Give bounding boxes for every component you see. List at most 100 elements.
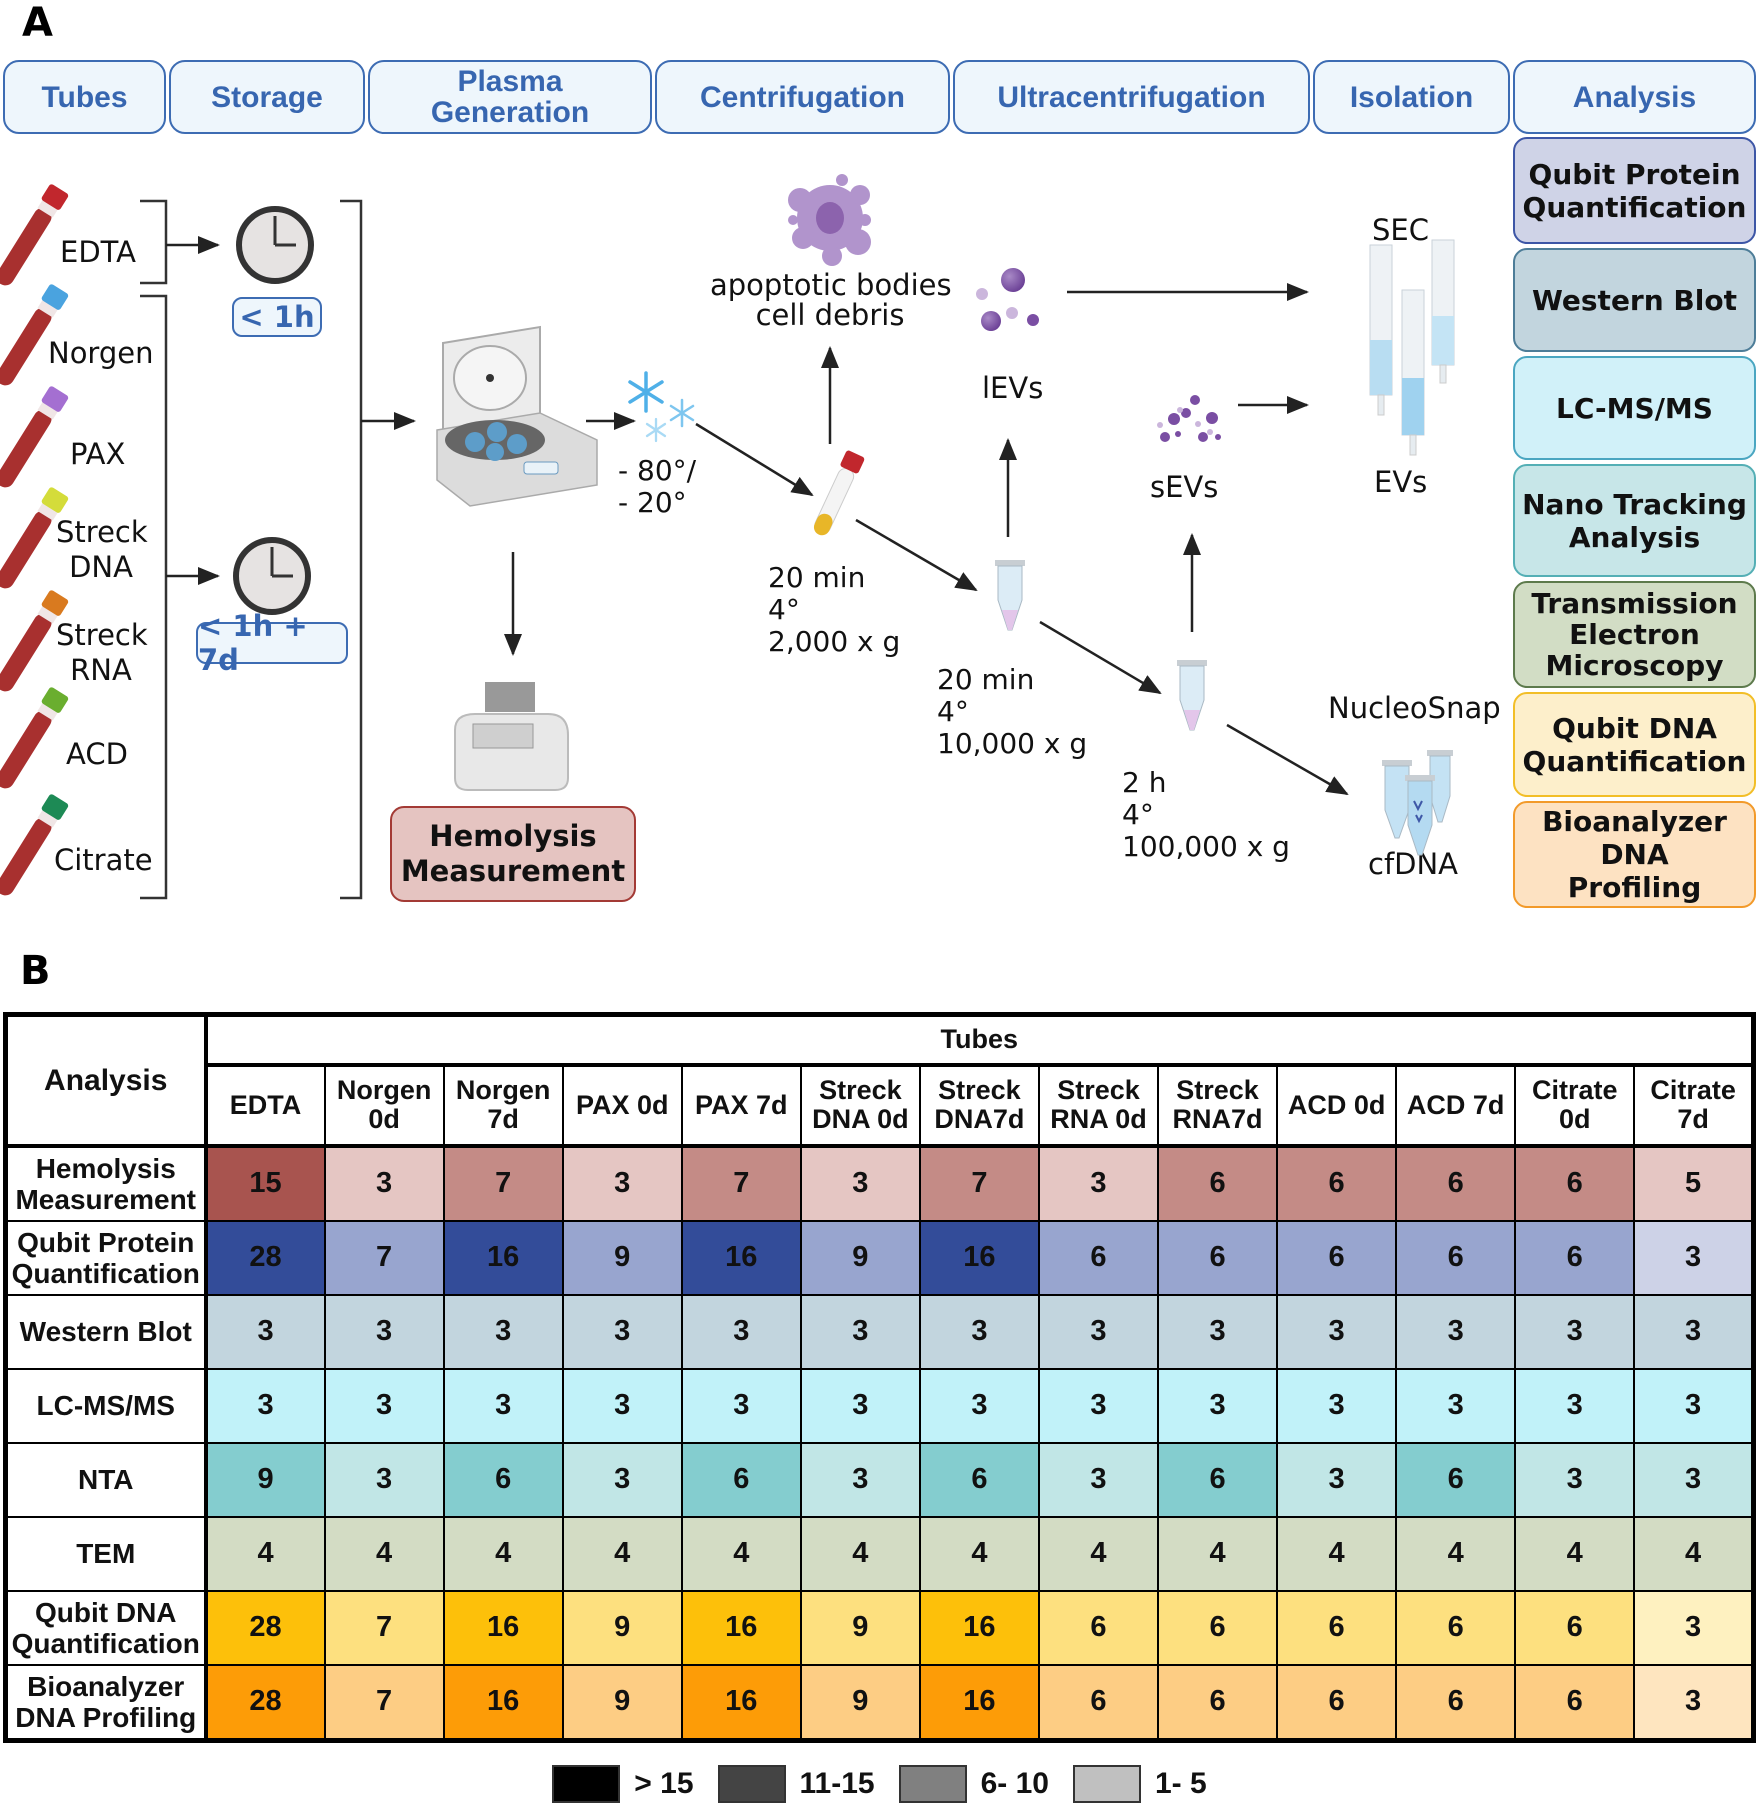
blood-tube-icon bbox=[0, 184, 69, 286]
table-cell: 4 bbox=[323, 1515, 445, 1592]
column-header: Streck RNA 0d bbox=[1037, 1063, 1160, 1147]
table-cell: 3 bbox=[561, 1367, 683, 1444]
cfdna-label: cfDNA bbox=[1368, 847, 1459, 881]
table-cell: 6 bbox=[442, 1441, 564, 1518]
table-cell: 3 bbox=[1276, 1293, 1398, 1370]
legend-swatch bbox=[1073, 1765, 1141, 1803]
table-cell: 9 bbox=[561, 1589, 683, 1666]
table-cell: 7 bbox=[323, 1663, 445, 1741]
table-cell: 6 bbox=[1395, 1663, 1517, 1741]
table-cell: 3 bbox=[680, 1293, 802, 1370]
table-cell: 3 bbox=[799, 1441, 921, 1518]
bracket-others bbox=[140, 294, 168, 900]
stage-analysis: Analysis bbox=[1513, 60, 1756, 134]
table-cell: 6 bbox=[1037, 1219, 1160, 1296]
table-cell: 6 bbox=[1395, 1144, 1517, 1222]
blood-tube-icon bbox=[0, 487, 69, 589]
table-cell: 3 bbox=[204, 1293, 326, 1370]
clock-icon-short bbox=[236, 206, 314, 284]
table-cell: 6 bbox=[1156, 1441, 1279, 1518]
table-cell: 6 bbox=[1276, 1144, 1398, 1222]
table-cell: 7 bbox=[442, 1144, 564, 1222]
table-cell: 16 bbox=[442, 1219, 564, 1296]
table-cell: 4 bbox=[442, 1515, 564, 1592]
legend-swatch bbox=[898, 1765, 967, 1803]
panel-a-label: A bbox=[22, 0, 53, 46]
centrifuge-icon bbox=[436, 325, 598, 507]
arrow-to-tube-3 bbox=[1039, 620, 1162, 695]
table-cell: 28 bbox=[204, 1663, 326, 1741]
analysis-box-bioanalyzer: Bioanalyzer DNA Profiling bbox=[1513, 801, 1756, 908]
table-cell: 6 bbox=[1395, 1589, 1517, 1666]
table-cell: 3 bbox=[323, 1144, 445, 1222]
clock-icon-long bbox=[233, 537, 311, 615]
table-cell: 3 bbox=[1156, 1293, 1279, 1370]
table-cell: 3 bbox=[1037, 1367, 1160, 1444]
column-header: Citrate 7d bbox=[1633, 1063, 1755, 1147]
bracket-storage bbox=[340, 199, 363, 900]
table-cell: 16 bbox=[680, 1219, 802, 1296]
tube-label-norgen: Norgen bbox=[48, 336, 154, 370]
table-cell: 4 bbox=[204, 1515, 326, 1592]
table-cell: 6 bbox=[1156, 1144, 1279, 1222]
table-cell: 6 bbox=[1156, 1219, 1279, 1296]
table-cell: 3 bbox=[323, 1367, 445, 1444]
table-cell: 3 bbox=[1514, 1293, 1636, 1370]
table-cell: 4 bbox=[799, 1515, 921, 1592]
tube-brackets bbox=[140, 199, 363, 900]
table-cell: 3 bbox=[561, 1293, 683, 1370]
table-group-header: Tubes bbox=[204, 1013, 1755, 1067]
storage-time-long: < 1h + 7d bbox=[196, 609, 348, 677]
table-cell: 4 bbox=[1633, 1515, 1755, 1592]
legend-swatch bbox=[552, 1765, 621, 1803]
table-cell: 3 bbox=[442, 1293, 564, 1370]
table-cell: 6 bbox=[1514, 1663, 1636, 1741]
table-cell: 3 bbox=[1633, 1441, 1755, 1518]
table-cell: 3 bbox=[1395, 1293, 1517, 1370]
sevs-particles-icon bbox=[1157, 395, 1221, 442]
table-cell: 3 bbox=[1633, 1367, 1755, 1444]
stage-isolation: Isolation bbox=[1313, 60, 1510, 134]
row-label: Qubit Protein Quantification bbox=[4, 1219, 208, 1296]
arrow-to-tube-2 bbox=[855, 518, 978, 592]
table-cell: 6 bbox=[1037, 1663, 1160, 1741]
tube-label-acd: ACD bbox=[66, 737, 128, 771]
table-cell: 7 bbox=[323, 1589, 445, 1666]
table-cell: 28 bbox=[204, 1219, 326, 1296]
table-cell: 3 bbox=[1514, 1441, 1636, 1518]
table-cell: 6 bbox=[1156, 1663, 1279, 1741]
table-cell: 6 bbox=[1276, 1589, 1398, 1666]
centrifugation-step-1: 20 min 4° 2,000 x g bbox=[768, 561, 901, 658]
panel-b-label: B bbox=[20, 948, 51, 994]
column-header: Norgen 0d bbox=[323, 1063, 445, 1147]
table-cell: 3 bbox=[442, 1367, 564, 1444]
table-cell: 6 bbox=[1514, 1589, 1636, 1666]
blood-tube-icon bbox=[0, 794, 69, 896]
legend-item: 6- 10 bbox=[898, 1765, 1049, 1803]
legend-label: 6- 10 bbox=[980, 1767, 1049, 1800]
levs-particles-icon bbox=[976, 268, 1039, 331]
sevs-label: sEVs bbox=[1150, 470, 1219, 504]
row-label: LC-MS/MS bbox=[4, 1367, 208, 1444]
blood-tube-icon bbox=[0, 284, 69, 386]
hemolysis-measurement-box: Hemolysis Measurement bbox=[390, 806, 636, 902]
tube-label-streck-rna: Streck RNA bbox=[56, 618, 148, 687]
column-header: PAX 7d bbox=[680, 1063, 802, 1147]
legend-label: > 15 bbox=[634, 1767, 694, 1800]
table-cell: 9 bbox=[204, 1441, 326, 1518]
table-cell: 4 bbox=[1276, 1515, 1398, 1592]
table-cell: 4 bbox=[1514, 1515, 1636, 1592]
table-cell: 3 bbox=[799, 1144, 921, 1222]
sec-columns-icon bbox=[1369, 239, 1455, 456]
table-cell: 6 bbox=[1395, 1219, 1517, 1296]
table-cell: 16 bbox=[918, 1589, 1040, 1666]
table-cell: 3 bbox=[1037, 1293, 1160, 1370]
table-cell: 3 bbox=[1633, 1663, 1755, 1741]
legend-label: 1- 5 bbox=[1155, 1767, 1207, 1800]
cfdna-tubes-icon bbox=[1382, 750, 1453, 856]
table-cell: 3 bbox=[918, 1293, 1040, 1370]
table-cell: 3 bbox=[323, 1441, 445, 1518]
